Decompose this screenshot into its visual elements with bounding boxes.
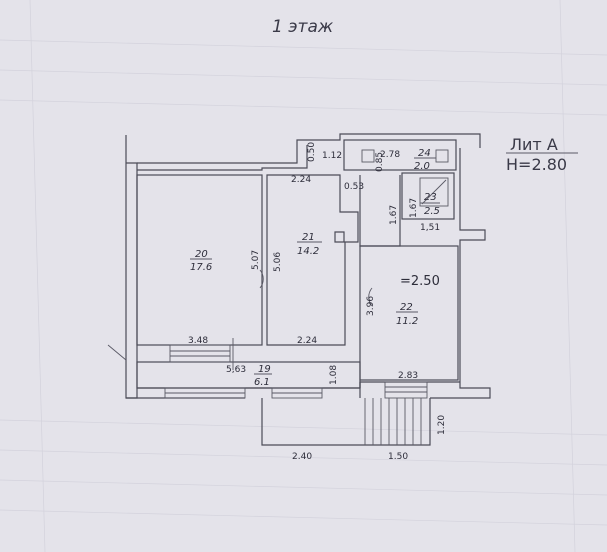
dim-5-07: 5.07 (251, 250, 261, 270)
room-19-outline (136, 361, 361, 389)
porch-stairs (261, 398, 431, 446)
outer-walls (125, 133, 491, 399)
dim-2-24-top: 2.24 (291, 175, 311, 185)
room-20-outline (136, 174, 263, 346)
dim-3-48: 3.48 (188, 336, 208, 346)
plan-title: 1 этаж (272, 17, 334, 37)
dim-5-06: 5.06 (273, 252, 283, 272)
windows (164, 344, 428, 399)
dim-1-20: 1.20 (437, 415, 447, 435)
room-24-area: 2.0 (414, 161, 430, 172)
room-23-area: 2.5 (424, 206, 440, 217)
room-23-number: 23 (424, 192, 437, 203)
room-19-area: 6.1 (254, 377, 270, 388)
room-21-outline (266, 174, 359, 346)
room-24-outline (343, 139, 457, 171)
room-23-outline (401, 172, 455, 220)
room-22-number: 22 (400, 302, 413, 313)
dim-2-78: 2.78 (380, 150, 400, 160)
dim-1-08: 1.08 (329, 365, 339, 385)
room-19-number: 19 (258, 364, 271, 375)
door-swing-22 (368, 287, 373, 307)
lit-height: Н=2.80 (506, 155, 567, 174)
toilet-fixture (361, 149, 375, 163)
dim-0-53: 0.53 (344, 182, 364, 192)
bath-fixture (419, 177, 449, 207)
dim-3-96: 3.96 (366, 296, 376, 316)
room-20-number: 20 (195, 249, 208, 260)
door-swing-20 (259, 269, 264, 289)
dim-5-63: 5,63 (226, 365, 246, 375)
dim-1-50: 1.50 (388, 452, 408, 462)
dim-1-67-a: 1.67 (389, 205, 399, 225)
sink-fixture (435, 149, 449, 163)
room-20-area: 17.6 (190, 262, 212, 273)
room-24-number: 24 (418, 148, 431, 159)
dim-1-51: 1,51 (420, 223, 440, 233)
dim-2-83: 2.83 (398, 371, 418, 381)
dim-2-24-mid: 2.24 (297, 336, 317, 346)
dim-1-67-b: 1.67 (409, 198, 419, 218)
dim-1-12: 1.12 (322, 151, 342, 161)
dim-0-50: 0.50 (307, 142, 317, 162)
room-21-number: 21 (302, 232, 315, 243)
room-21-area: 14.2 (297, 246, 319, 257)
dim-2-40: 2.40 (292, 452, 312, 462)
dim-0-85: 0.85 (375, 152, 385, 172)
room-22-area: 11.2 (396, 316, 418, 327)
room-22-height: =2.50 (400, 274, 440, 289)
lit-label: Лит А (510, 135, 558, 154)
room-22-outline (359, 245, 459, 381)
